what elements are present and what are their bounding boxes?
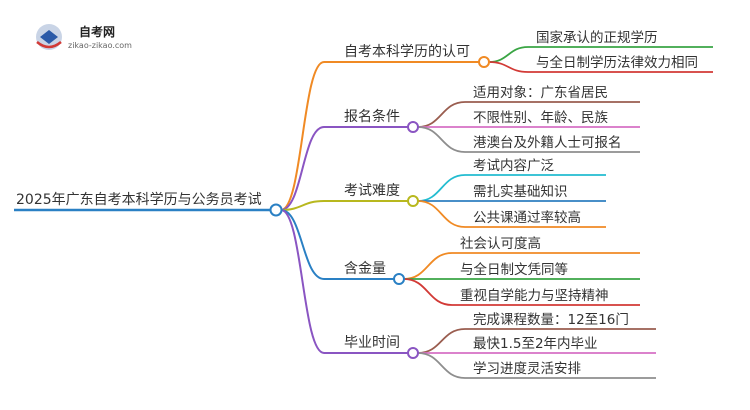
leaf-label: 考试内容广泛 [473, 157, 554, 174]
leaf-label: 需扎实基础知识 [473, 183, 568, 200]
mind-map-nodes: 2025年广东自考本科学历与公务员考试 自考本科学历的认可 国家承认的正规学历与全日… [16, 29, 698, 377]
leaf-label: 适用对象：广东省居民 [473, 85, 608, 101]
logo-url: zikao-zikao.com [68, 41, 132, 50]
branch-node-circle[interactable] [407, 121, 419, 133]
leaf-label: 公共课通过率较高 [473, 209, 581, 226]
branch-node-circle[interactable] [393, 273, 405, 285]
branch-label: 自考本科学历的认可 [344, 44, 470, 60]
leaf-connector [417, 352, 466, 379]
logo-swoosh-icon [36, 41, 62, 49]
branch-label: 含金量 [344, 261, 386, 277]
leaf-connector [417, 328, 466, 354]
leaf-connector [488, 46, 529, 63]
leaf-label: 与全日制文凭同等 [460, 261, 568, 278]
connector-lines [14, 46, 713, 379]
branch-connector [280, 209, 325, 280]
leaf-label: 最快1.5至2年内毕业 [473, 336, 598, 352]
leaf-label: 国家承认的正规学历 [536, 29, 658, 46]
leaf-connector [417, 101, 466, 128]
branch-connector [280, 209, 325, 354]
leaf-connector [417, 200, 466, 228]
leaf-label: 港澳台及外籍人士可报名 [473, 134, 622, 151]
leaf-connector [403, 278, 453, 306]
leaf-label: 不限性别、年龄、民族 [473, 110, 608, 126]
leaf-connector [403, 252, 453, 280]
branch-node-circle[interactable] [478, 56, 490, 68]
leaf-label: 重视自学能力与坚持精神 [460, 288, 609, 304]
site-logo[interactable]: 自考网 zikao-zikao.com [36, 24, 132, 50]
leaf-label: 与全日制学历法律效力相同 [536, 54, 698, 71]
root-node-circle[interactable] [269, 203, 283, 217]
root-label: 2025年广东自考本科学历与公务员考试 [16, 192, 262, 208]
branch-connector [280, 126, 325, 211]
branch-label: 报名条件 [344, 108, 400, 125]
leaf-connector [417, 174, 466, 202]
branch-connector [280, 200, 325, 211]
branch-node-circle[interactable] [407, 195, 419, 207]
branch-node-circle[interactable] [407, 347, 419, 359]
branch-connector [280, 61, 325, 211]
logo-cap-icon [40, 30, 58, 44]
leaf-connector [417, 126, 466, 153]
branch-label: 毕业时间 [344, 335, 400, 351]
branch-label: 考试难度 [344, 183, 400, 199]
leaf-connector [488, 61, 529, 73]
leaf-label: 完成课程数量：12至16门 [473, 312, 629, 328]
leaf-label: 学习进度灵活安排 [473, 361, 581, 377]
logo-name: 自考网 [79, 24, 115, 39]
leaf-label: 社会认可度高 [460, 235, 541, 252]
